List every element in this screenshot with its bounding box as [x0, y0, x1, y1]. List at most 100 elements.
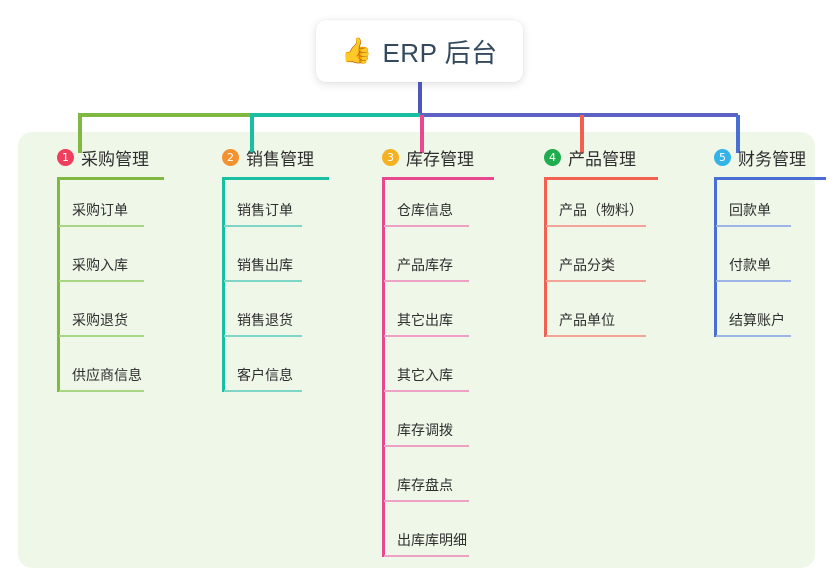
- leaf-item-underline: [384, 500, 469, 502]
- leaf-item-label: 出库库明细: [397, 532, 467, 548]
- leaf-item[interactable]: 销售出库: [224, 235, 329, 290]
- leaf-item[interactable]: 产品（物料）: [546, 180, 658, 235]
- leaf-item-underline: [224, 225, 302, 227]
- root-node-erp-backend[interactable]: 👍 ERP 后台: [316, 20, 523, 82]
- leaf-item[interactable]: 其它出库: [384, 290, 494, 345]
- branch-number-badge: 2: [222, 148, 239, 166]
- leaf-item[interactable]: 采购退货: [59, 290, 164, 345]
- leaf-item-label: 库存盘点: [397, 477, 453, 493]
- leaf-item-underline: [59, 280, 144, 282]
- branch-title: 产品管理: [568, 149, 636, 169]
- connector-drop-1: [78, 115, 82, 153]
- leaf-item-underline: [384, 225, 469, 227]
- leaf-item-underline: [546, 280, 646, 282]
- leaf-item[interactable]: 仓库信息: [384, 180, 494, 235]
- branch-items-2: 销售订单销售出库销售退货客户信息: [203, 180, 329, 400]
- leaf-item-underline: [224, 390, 302, 392]
- leaf-item-label: 采购退货: [72, 312, 128, 328]
- leaf-item-label: 库存调拨: [397, 422, 453, 438]
- leaf-item-underline: [716, 280, 791, 282]
- leaf-item-label: 回款单: [729, 202, 771, 218]
- branch-spine: [544, 180, 547, 337]
- connector-horizontal-segment-1: [78, 113, 250, 117]
- leaf-item-underline: [546, 225, 646, 227]
- leaf-item-label: 供应商信息: [72, 367, 142, 383]
- branch-title-underline: [57, 177, 164, 180]
- leaf-item-label: 销售出库: [237, 257, 293, 273]
- leaf-item-underline: [384, 445, 469, 447]
- leaf-item[interactable]: 销售订单: [224, 180, 329, 235]
- leaf-item[interactable]: 采购订单: [59, 180, 164, 235]
- branch-items-4: 产品（物料） 产品分类产品单位: [525, 180, 658, 345]
- leaf-item-label: 客户信息: [237, 367, 293, 383]
- leaf-item-underline: [384, 335, 469, 337]
- leaf-item-label: 销售订单: [237, 202, 293, 218]
- leaf-item[interactable]: 出库库明细: [384, 510, 494, 565]
- leaf-item[interactable]: 回款单: [716, 180, 826, 235]
- leaf-item-label: 产品库存: [397, 257, 453, 273]
- branch-header-5[interactable]: 5 财务管理: [695, 144, 826, 170]
- leaf-item-label: 仓库信息: [397, 202, 453, 218]
- branch-title: 财务管理: [738, 149, 806, 169]
- leaf-item[interactable]: 客户信息: [224, 345, 329, 400]
- branch-header-3[interactable]: 3 库存管理: [363, 144, 494, 170]
- leaf-item[interactable]: 产品分类: [546, 235, 658, 290]
- branch-number-badge: 5: [714, 148, 731, 166]
- leaf-item-label: 结算账户: [729, 312, 785, 328]
- leaf-item[interactable]: 销售退货: [224, 290, 329, 345]
- connector-drop-4: [580, 115, 584, 153]
- leaf-item-label: 产品分类: [559, 257, 615, 273]
- leaf-item[interactable]: 产品库存: [384, 235, 494, 290]
- branch-header-2[interactable]: 2 销售管理: [203, 144, 329, 170]
- leaf-item-underline: [224, 335, 302, 337]
- branch-column-1: 1 采购管理采购订单采购入库采购退货供应商信息: [38, 144, 164, 400]
- branch-column-3: 3 库存管理仓库信息产品库存其它出库其它入库库存调拨库存盘点出库库明细: [363, 144, 494, 565]
- branch-column-4: 4 产品管理产品（物料） 产品分类产品单位: [525, 144, 658, 345]
- branch-number-badge: 1: [57, 148, 74, 166]
- leaf-item-label: 其它出库: [397, 312, 453, 328]
- branch-title-underline: [544, 177, 658, 180]
- branch-number-badge: 3: [382, 148, 399, 166]
- leaf-item[interactable]: 库存调拨: [384, 400, 494, 455]
- connector-horizontal-segment-3: [420, 113, 738, 117]
- leaf-item-label: 产品（物料）: [559, 202, 643, 218]
- leaf-item-label: 销售退货: [237, 312, 293, 328]
- branch-spine: [714, 180, 717, 337]
- branch-items-1: 采购订单采购入库采购退货供应商信息: [38, 180, 164, 400]
- leaf-item-label: 产品单位: [559, 312, 615, 328]
- branch-header-1[interactable]: 1 采购管理: [38, 144, 164, 170]
- leaf-item[interactable]: 结算账户: [716, 290, 826, 345]
- leaf-item-underline: [716, 225, 791, 227]
- leaf-item-label: 采购入库: [72, 257, 128, 273]
- leaf-item[interactable]: 付款单: [716, 235, 826, 290]
- leaf-item[interactable]: 采购入库: [59, 235, 164, 290]
- leaf-item-underline: [59, 335, 144, 337]
- leaf-item-underline: [59, 225, 144, 227]
- branch-spine: [382, 180, 385, 557]
- branch-title: 采购管理: [81, 149, 149, 169]
- leaf-item-underline: [384, 390, 469, 392]
- connector-trunk: [418, 82, 422, 115]
- leaf-item-label: 采购订单: [72, 202, 128, 218]
- branch-spine: [57, 180, 60, 392]
- connector-drop-2: [250, 115, 254, 153]
- leaf-item[interactable]: 库存盘点: [384, 455, 494, 510]
- leaf-item-underline: [59, 390, 144, 392]
- connector-horizontal-segment-2: [250, 113, 420, 117]
- leaf-item[interactable]: 供应商信息: [59, 345, 164, 400]
- branch-spine: [222, 180, 225, 392]
- branch-number-badge: 4: [544, 148, 561, 166]
- leaf-item-label: 付款单: [729, 257, 771, 273]
- leaf-item-underline: [546, 335, 646, 337]
- connector-drop-3: [420, 115, 424, 153]
- branch-title: 销售管理: [246, 149, 314, 169]
- branch-title-underline: [382, 177, 494, 180]
- leaf-item[interactable]: 产品单位: [546, 290, 658, 345]
- branch-title: 库存管理: [406, 149, 474, 169]
- branch-header-4[interactable]: 4 产品管理: [525, 144, 658, 170]
- thumbs-up-icon: 👍: [341, 36, 373, 65]
- root-node-title: ERP 后台: [382, 37, 498, 68]
- leaf-item-underline: [384, 280, 469, 282]
- leaf-item[interactable]: 其它入库: [384, 345, 494, 400]
- leaf-item-underline: [224, 280, 302, 282]
